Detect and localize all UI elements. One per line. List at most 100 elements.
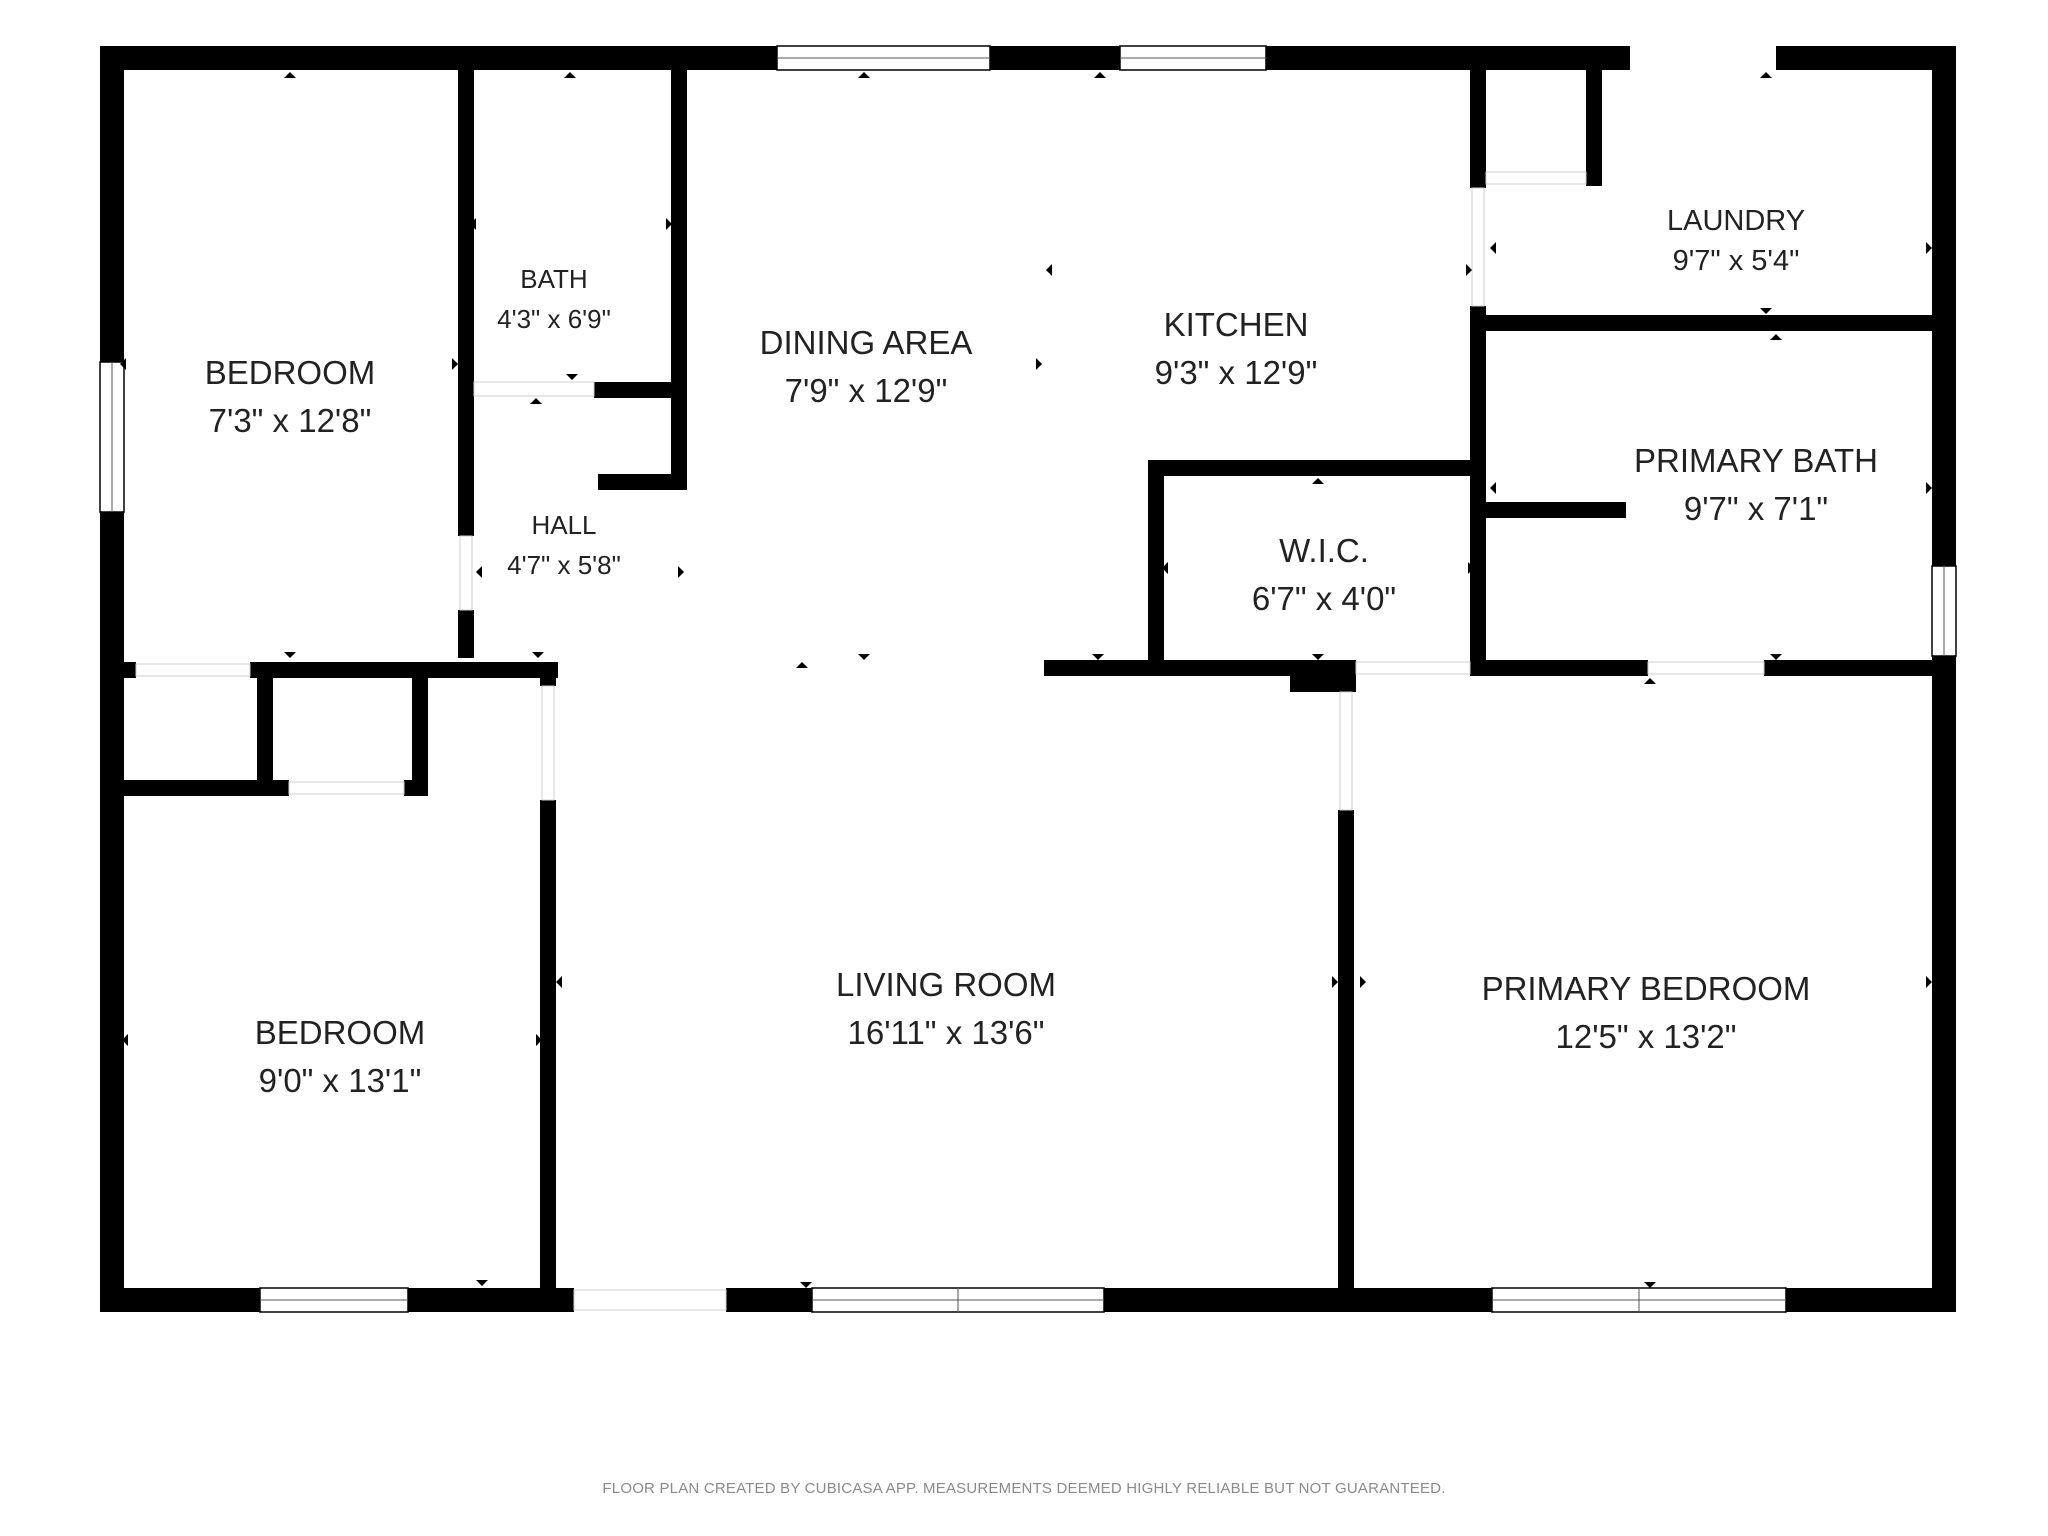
- room-name-living: LIVING ROOM: [836, 966, 1056, 1003]
- wall-top-left: [100, 46, 777, 70]
- marker: [1926, 242, 1932, 254]
- interior-walls: [124, 58, 1944, 1312]
- wall-bottom-d: [1104, 1288, 1492, 1312]
- room-name-hall: HALL: [531, 510, 596, 540]
- room-name-bath: BATH: [520, 264, 587, 294]
- wall-left-upper: [100, 46, 124, 362]
- marker: [1468, 562, 1474, 574]
- marker: [122, 1034, 128, 1046]
- exterior-walls: [100, 46, 1956, 1312]
- wall-bottom-e: [1786, 1288, 1956, 1312]
- wall-hall-closet: [598, 474, 687, 490]
- marker: [680, 360, 686, 372]
- room-size-bedroom-1: 7'3" x 12'8": [209, 402, 372, 439]
- wall-closet-divider: [257, 670, 273, 794]
- room-labels: BEDROOM 7'3" x 12'8" BATH 4'3" x 6'9" HA…: [205, 205, 1878, 1099]
- marker: [1092, 654, 1104, 660]
- wall-right-lower: [1932, 656, 1956, 1312]
- marker: [1490, 242, 1496, 254]
- footer-disclaimer: FLOOR PLAN CREATED BY CUBICASA APP. MEAS…: [602, 1480, 1446, 1497]
- room-size-laundry: 9'7" x 5'4": [1673, 245, 1800, 277]
- room-name-bedroom-1: BEDROOM: [205, 354, 376, 391]
- opening-bedroom1-closet: [135, 663, 251, 677]
- wall-wic-west: [1148, 460, 1164, 670]
- marker: [1466, 264, 1472, 276]
- marker: [532, 652, 544, 658]
- marker: [530, 398, 542, 404]
- opening-laundry-closet: [1485, 171, 1587, 185]
- room-size-primary-bath: 9'7" x 7'1": [1684, 490, 1828, 527]
- marker: [666, 218, 672, 230]
- room-size-primary-bedroom: 12'5" x 13'2": [1556, 1018, 1737, 1055]
- room-size-bedroom-2: 9'0" x 13'1": [259, 1062, 422, 1099]
- marker: [1770, 654, 1782, 660]
- wall-top-right-b: [1776, 46, 1956, 70]
- marker: [1312, 478, 1324, 484]
- wall-primary-bedroom-west: [1338, 810, 1354, 1312]
- wall-primary-south-b: [1764, 660, 1944, 676]
- marker: [678, 566, 684, 578]
- opening-laundry-door: [1471, 187, 1485, 307]
- room-size-dining: 7'9" x 12'9": [785, 372, 948, 409]
- room-name-primary-bedroom: PRIMARY BEDROOM: [1482, 970, 1811, 1007]
- room-name-laundry: LAUNDRY: [1667, 205, 1805, 237]
- wall-kitchen-east-top: [1470, 58, 1486, 188]
- wall-wic-top: [1148, 460, 1478, 476]
- marker: [452, 358, 458, 370]
- marker: [1036, 358, 1042, 370]
- room-size-kitchen: 9'3" x 12'9": [1155, 354, 1318, 391]
- opening-bath-door: [473, 381, 595, 397]
- marker: [476, 566, 482, 578]
- dimension-markers: [120, 72, 1932, 1288]
- wall-top-right-a: [1266, 46, 1630, 70]
- wall-laundry-south: [1470, 315, 1944, 331]
- marker: [1644, 1282, 1656, 1288]
- room-size-living: 16'11" x 13'6": [848, 1014, 1045, 1051]
- marker: [1046, 264, 1052, 276]
- marker: [1760, 308, 1772, 314]
- opening-primary-bath-door: [1647, 661, 1765, 675]
- room-name-kitchen: KITCHEN: [1164, 306, 1309, 343]
- wall-bedroom1-east: [458, 58, 474, 536]
- opening-wic-door: [1355, 661, 1471, 675]
- wall-right-upper: [1932, 46, 1956, 566]
- wall-closet-right: [412, 670, 428, 794]
- marker: [858, 654, 870, 660]
- wall-bedroom-closets-top: [124, 662, 136, 678]
- room-size-hall: 4'7" x 5'8": [507, 550, 621, 580]
- wall-wic-south-b: [1290, 660, 1356, 692]
- wall-bedroom1-south-a: [250, 662, 558, 678]
- marker: [1490, 482, 1496, 494]
- opening-primary-bedroom-door: [1339, 691, 1353, 811]
- marker: [284, 652, 296, 658]
- room-size-bath: 4'3" x 6'9": [497, 304, 611, 334]
- marker: [120, 358, 126, 370]
- marker: [564, 72, 576, 78]
- marker: [858, 72, 870, 78]
- wall-living-north: [1044, 660, 1350, 676]
- wall-closet-bottom-b: [404, 780, 428, 796]
- wall-bottom-c: [726, 1288, 812, 1312]
- marker: [796, 662, 808, 668]
- wall-laundry-closet-b: [1586, 170, 1602, 186]
- marker: [1312, 654, 1324, 660]
- room-name-bedroom-2: BEDROOM: [255, 1014, 426, 1051]
- wall-primary-south-a: [1470, 660, 1648, 676]
- marker: [800, 1282, 812, 1288]
- windows: [99, 45, 1957, 1313]
- marker: [470, 218, 476, 230]
- marker: [1332, 976, 1338, 988]
- room-name-dining: DINING AREA: [760, 324, 973, 361]
- wall-closet-bottom-a: [124, 780, 289, 796]
- wall-kitchen-east: [1470, 306, 1486, 676]
- marker: [1926, 482, 1932, 494]
- wall-bedroom2-east: [540, 800, 556, 1312]
- room-size-wic: 6'7" x 4'0": [1252, 580, 1396, 617]
- marker: [1162, 562, 1168, 574]
- wall-bath-south: [594, 382, 674, 398]
- marker: [556, 976, 562, 988]
- room-name-wic: W.I.C.: [1279, 532, 1369, 569]
- marker: [476, 1280, 488, 1286]
- marker: [566, 374, 578, 380]
